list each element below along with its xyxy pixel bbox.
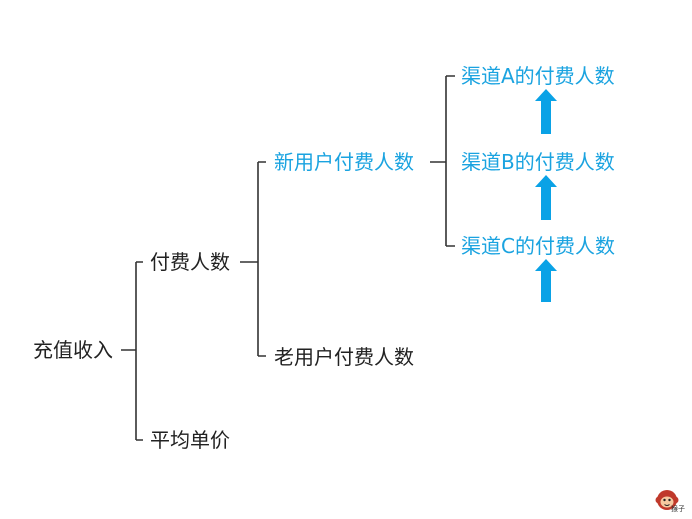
paying-users-bracket xyxy=(240,161,266,357)
monkey-logo-icon xyxy=(655,490,679,510)
logo-text: 猴子 xyxy=(671,505,685,513)
node-paying-users: 付费人数 xyxy=(150,250,230,274)
up-arrow-icon xyxy=(535,259,557,302)
node-average-price: 平均单价 xyxy=(150,428,230,452)
node-new-user-payers: 新用户付费人数 xyxy=(274,150,414,174)
node-channel-c-payers: 渠道C的付费人数 xyxy=(461,234,615,258)
new-users-bracket xyxy=(430,75,455,247)
node-channel-a-payers: 渠道A的付费人数 xyxy=(461,64,615,88)
node-channel-b-payers: 渠道B的付费人数 xyxy=(461,150,615,174)
up-arrow-icon xyxy=(535,89,557,134)
root-node-recharge-income: 充值收入 xyxy=(33,338,113,362)
up-arrow-icon xyxy=(535,175,557,220)
node-old-user-payers: 老用户付费人数 xyxy=(274,345,414,369)
root-bracket xyxy=(121,261,143,441)
